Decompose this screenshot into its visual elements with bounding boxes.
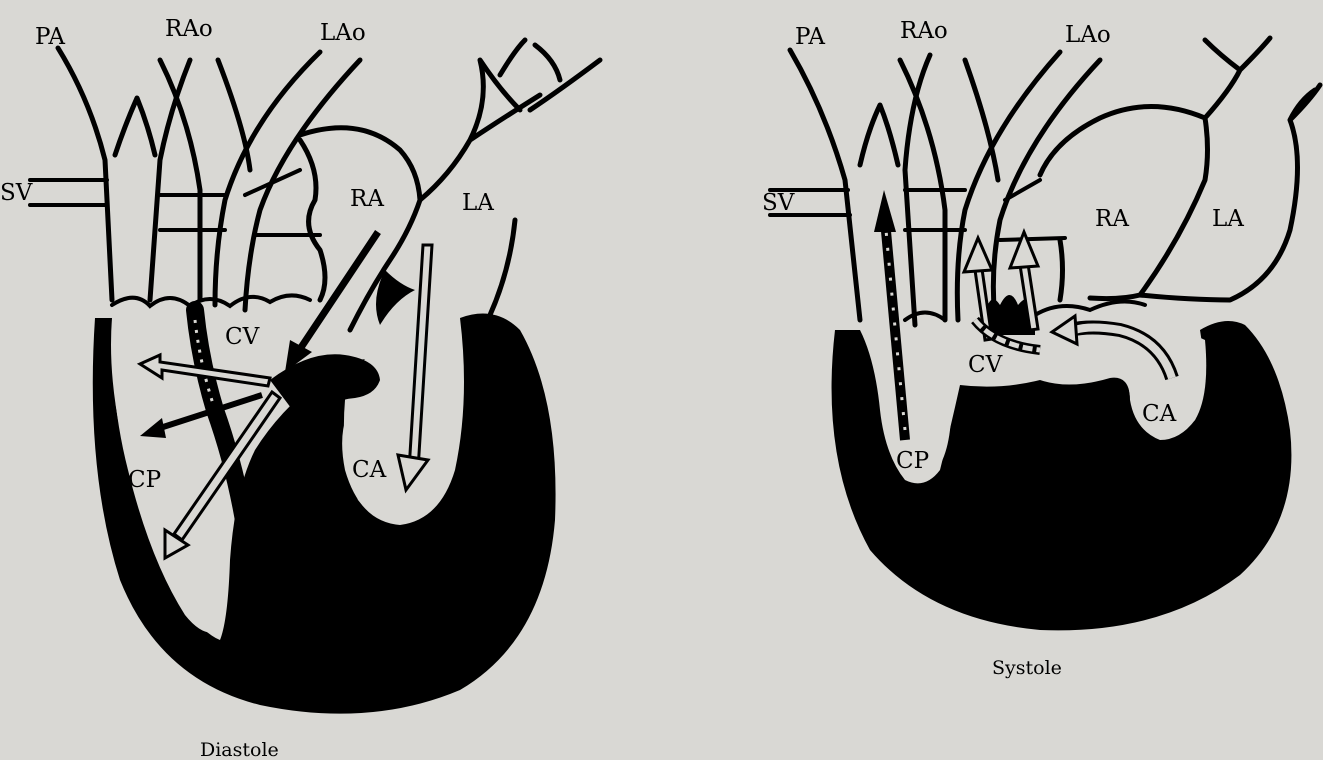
cv-outflow-head-1 [964, 238, 992, 272]
diastole-connectors [160, 170, 320, 235]
diastole-rao-vessel [160, 60, 250, 300]
diastole-label-cv: CV [225, 324, 260, 350]
systole-label-ra: RA [1095, 206, 1129, 232]
diastole-label-pa: PA [35, 24, 65, 50]
diastole-valve-line [112, 295, 310, 306]
systole-label-sv: SV [762, 190, 795, 216]
systole-label-cp: CP [896, 448, 929, 474]
diastole-label-sv: SV [0, 180, 33, 206]
systole-pa-vessel [790, 50, 930, 325]
diastole-la-vessel [420, 40, 600, 315]
systole-label-rao: RAo [900, 18, 948, 44]
diastole-sv-vessel [30, 180, 107, 205]
systole-label-cv: CV [968, 352, 1003, 378]
diastole-ca-chamber [344, 300, 459, 521]
systole-label-ca: CA [1142, 401, 1177, 427]
diastole-label-cp: CP [128, 467, 161, 493]
diastole-label-la: LA [462, 190, 494, 216]
systole-caption: Systole [992, 657, 1062, 679]
systole-label-lao: LAo [1065, 22, 1111, 48]
diastole-label-ca: CA [352, 457, 387, 483]
diastole-caption: Diastole [200, 739, 279, 760]
diastole-lao-vessel [215, 52, 360, 310]
systole-panel: PA RAo LAo SV RA LA CV CA CP Systole [762, 18, 1320, 679]
diastole-label-ra: RA [350, 186, 384, 212]
ra-inflow-arrow [298, 232, 378, 352]
diastole-panel: PA RAo LAo SV RA LA CV CP CA Diastole [0, 16, 600, 760]
cp-outflow-head [874, 190, 896, 232]
systole-label-pa: PA [795, 24, 825, 50]
systole-connectors [905, 180, 1065, 240]
diastole-label-rao: RAo [165, 16, 213, 42]
systole-label-la: LA [1212, 206, 1244, 232]
diastole-ra-outline [300, 128, 420, 330]
diastole-label-lao: LAo [320, 20, 366, 46]
